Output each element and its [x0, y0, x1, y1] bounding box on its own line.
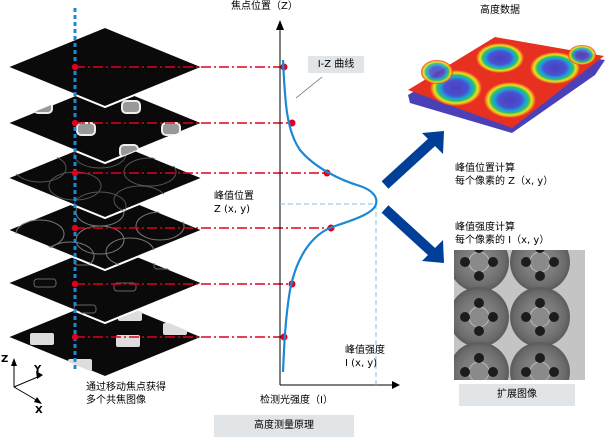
z-axis-legend-label: Z [1, 354, 9, 365]
stack-marker [71, 63, 79, 71]
stack-marker [71, 224, 79, 232]
peak-intensity-title: 峰值强度 [345, 345, 385, 356]
peak-intensity-calc-title: 峰值强度计算 [455, 222, 515, 233]
extended-image-cell [510, 342, 570, 380]
curve-label-leader [295, 76, 323, 99]
peak-position-value: Z (x, y) [214, 204, 251, 215]
extended-image-cell [510, 250, 570, 292]
curve-label: I-Z 曲线 [308, 56, 364, 73]
stack-caption-line-2: 多个共焦图像 [86, 395, 146, 406]
height-data-title: 高度数据 [480, 5, 520, 16]
height-data-render [408, 37, 605, 133]
peak-position-title: 峰值位置 [214, 191, 254, 202]
extended-image-cell [454, 287, 509, 347]
extended-image-cell [454, 250, 509, 292]
layer-2 [4, 81, 206, 165]
stack-marker [71, 119, 79, 127]
projection-2 [71, 119, 296, 127]
extended-image-label: 扩展图像 [459, 384, 575, 406]
projection-lines [71, 63, 335, 341]
stack-marker [71, 169, 79, 177]
i-axis-label: 检测光强度（I） [260, 395, 333, 406]
peak-intensity-value: I (x, y) [345, 358, 378, 369]
peak-intensity-calc-desc: 每个像素的 I（x, y） [455, 235, 550, 246]
image-stack [4, 25, 206, 379]
extended-image [454, 250, 585, 380]
peak-position-calc-title: 峰值位置计算 [455, 163, 515, 174]
layer-3 [4, 136, 206, 220]
z-axis-arrowhead [276, 20, 284, 30]
z-axis-label: 焦点位置（Z） [231, 1, 298, 12]
peak-position-calc-desc: 每个像素的 Z（x, y） [455, 176, 554, 187]
i-axis-arrowhead [392, 381, 400, 389]
peak-position-label: 峰值位置 Z (x, y) [214, 190, 254, 216]
y-axis-legend-label: Y [34, 364, 42, 375]
diagram-title: 高度测量原理 [214, 415, 354, 437]
xyz-axes-legend-graphic [11, 358, 43, 404]
stack-marker [71, 280, 79, 288]
arrow-to-height-data [381, 131, 444, 189]
peak-intensity-label: 峰值强度 I (x, y) [345, 344, 385, 370]
stack-caption: 通过移动焦点获得 多个共焦图像 [86, 381, 166, 407]
x-axis-legend-label: X [35, 405, 43, 416]
stack-caption-line-1: 通过移动焦点获得 [86, 382, 166, 393]
iz-curve [281, 59, 378, 373]
peak-position-calc: 峰值位置计算 每个像素的 Z（x, y） [455, 162, 553, 188]
stack-marker [71, 333, 79, 341]
extended-image-cell [510, 287, 570, 347]
arrow-to-extended-image [381, 205, 444, 263]
extended-image-cell [454, 342, 509, 380]
peak-intensity-calc: 峰值强度计算 每个像素的 I（x, y） [455, 221, 549, 247]
